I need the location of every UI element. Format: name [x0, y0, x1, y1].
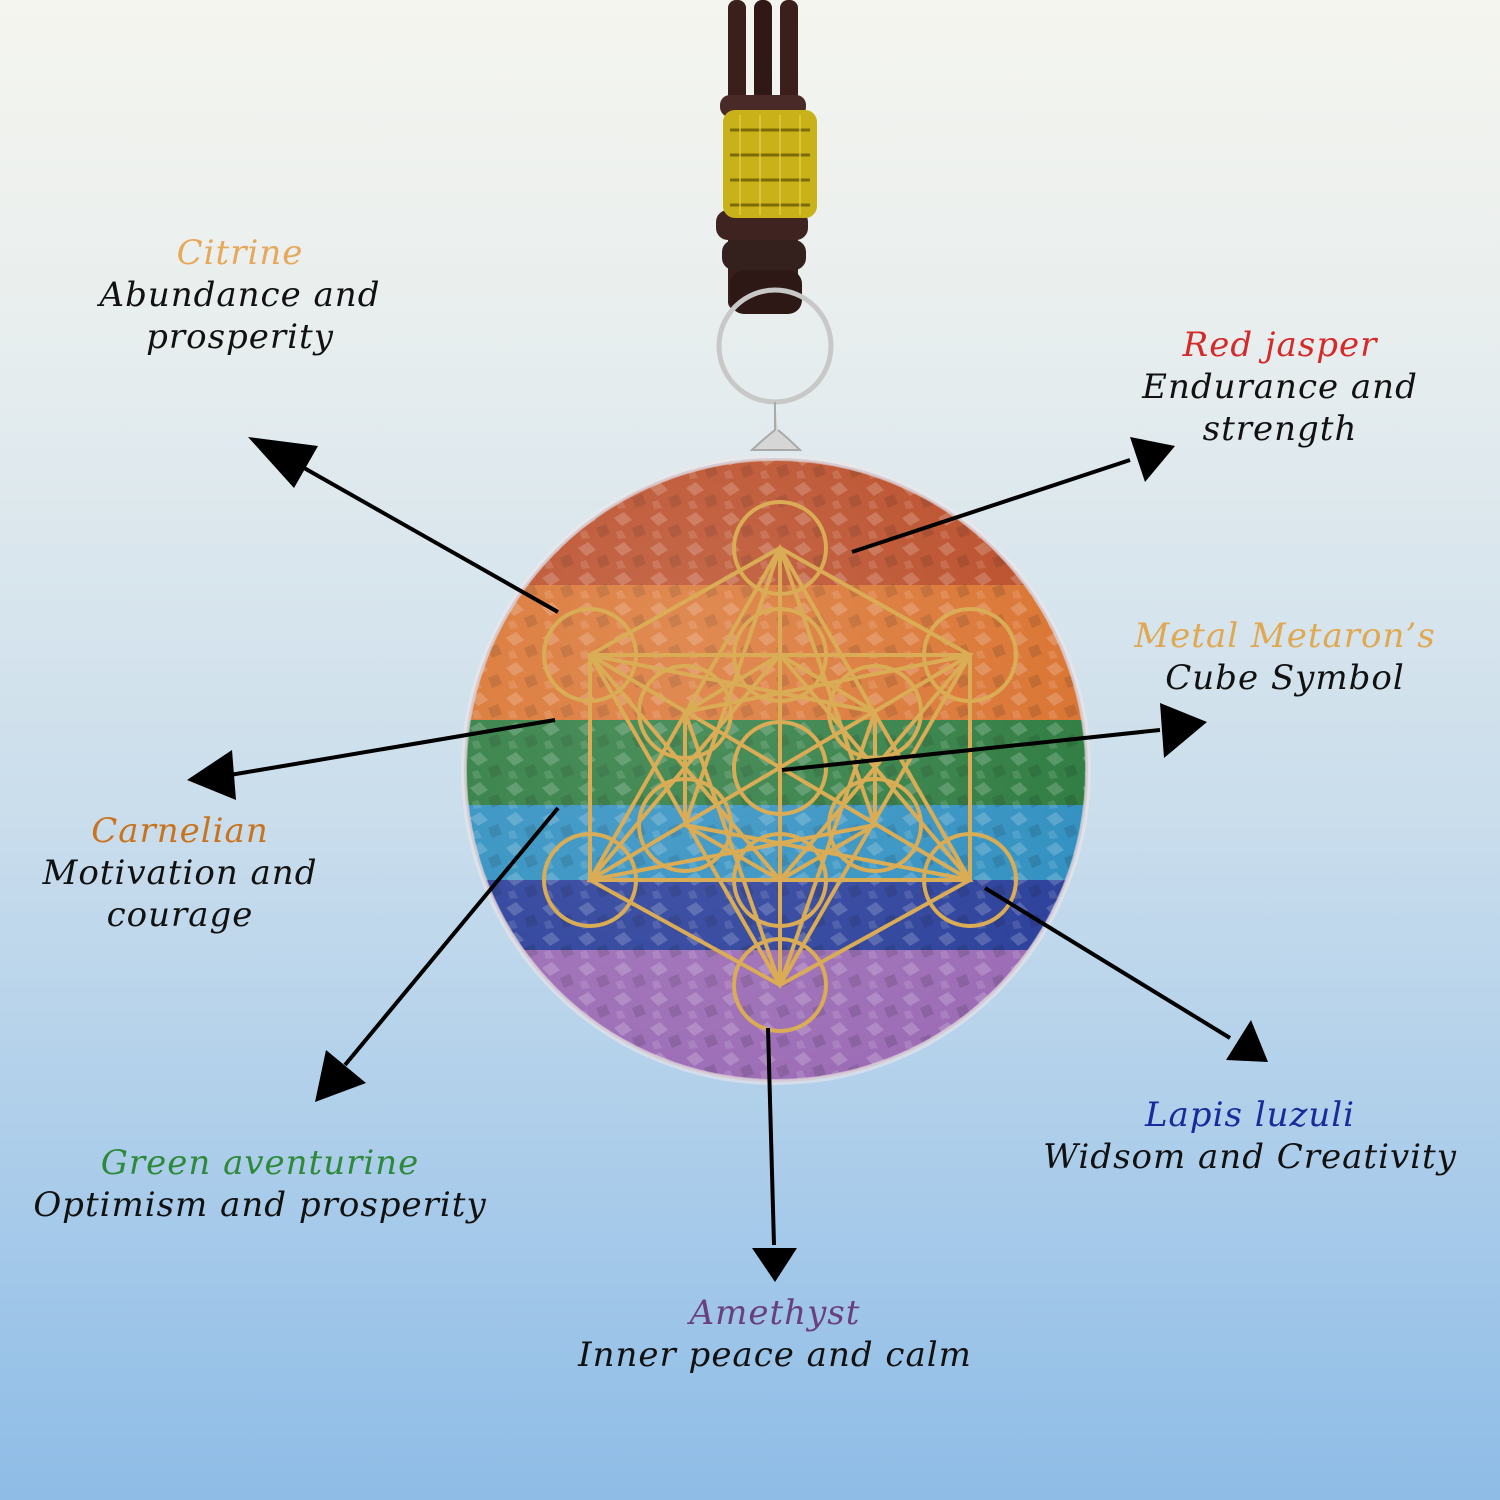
label-citrine: Citrine Abundance and prosperity	[80, 232, 400, 358]
label-red-jasper-desc-2: strength	[1202, 409, 1358, 449]
arrows	[187, 437, 1268, 1282]
yellow-bead	[723, 110, 817, 218]
label-red-jasper: Red jasper Endurance and strength	[1120, 324, 1440, 450]
label-red-jasper-name: Red jasper	[1182, 325, 1378, 365]
label-carnelian-desc-2: courage	[106, 895, 254, 935]
label-red-jasper-desc-1: Endurance and	[1142, 367, 1418, 407]
label-lapis-name: Lapis luzuli	[1144, 1095, 1356, 1135]
label-green-aventurine-desc-1: Optimism and prosperity	[33, 1185, 487, 1225]
label-lapis-desc-1: Widsom and Creativity	[1043, 1137, 1457, 1177]
arrow-metatron	[781, 703, 1207, 772]
label-amethyst-desc-1: Inner peace and calm	[578, 1335, 972, 1375]
bail	[749, 402, 803, 451]
label-lapis: Lapis luzuli Widsom and Creativity	[1040, 1094, 1460, 1178]
label-amethyst: Amethyst Inner peace and calm	[560, 1292, 990, 1376]
label-green-aventurine-name: Green aventurine	[100, 1143, 420, 1183]
arrow-green-aventurine	[315, 806, 560, 1102]
label-citrine-desc-1: Abundance and	[99, 275, 381, 315]
arrow-amethyst	[752, 1027, 797, 1282]
arrow-carnelian	[187, 718, 556, 800]
metatron-cube-icon	[542, 500, 1018, 1033]
label-carnelian-name: Carnelian	[91, 811, 269, 851]
arrow-lapis	[983, 886, 1268, 1062]
label-metatron: Metal Metaron’s Cube Symbol	[1110, 615, 1460, 699]
label-carnelian-desc-1: Motivation and	[42, 853, 318, 893]
label-carnelian: Carnelian Motivation and courage	[20, 810, 340, 936]
label-amethyst-name: Amethyst	[689, 1293, 861, 1333]
arrow-red-jasper	[851, 437, 1175, 554]
label-citrine-desc-2: prosperity	[146, 317, 334, 357]
label-citrine-name: Citrine	[176, 233, 304, 273]
arrow-citrine	[248, 437, 559, 614]
label-metatron-desc-1: Cube Symbol	[1165, 658, 1405, 698]
label-metatron-name: Metal Metaron’s	[1134, 616, 1436, 656]
label-green-aventurine: Green aventurine Optimism and prosperity	[30, 1142, 490, 1226]
